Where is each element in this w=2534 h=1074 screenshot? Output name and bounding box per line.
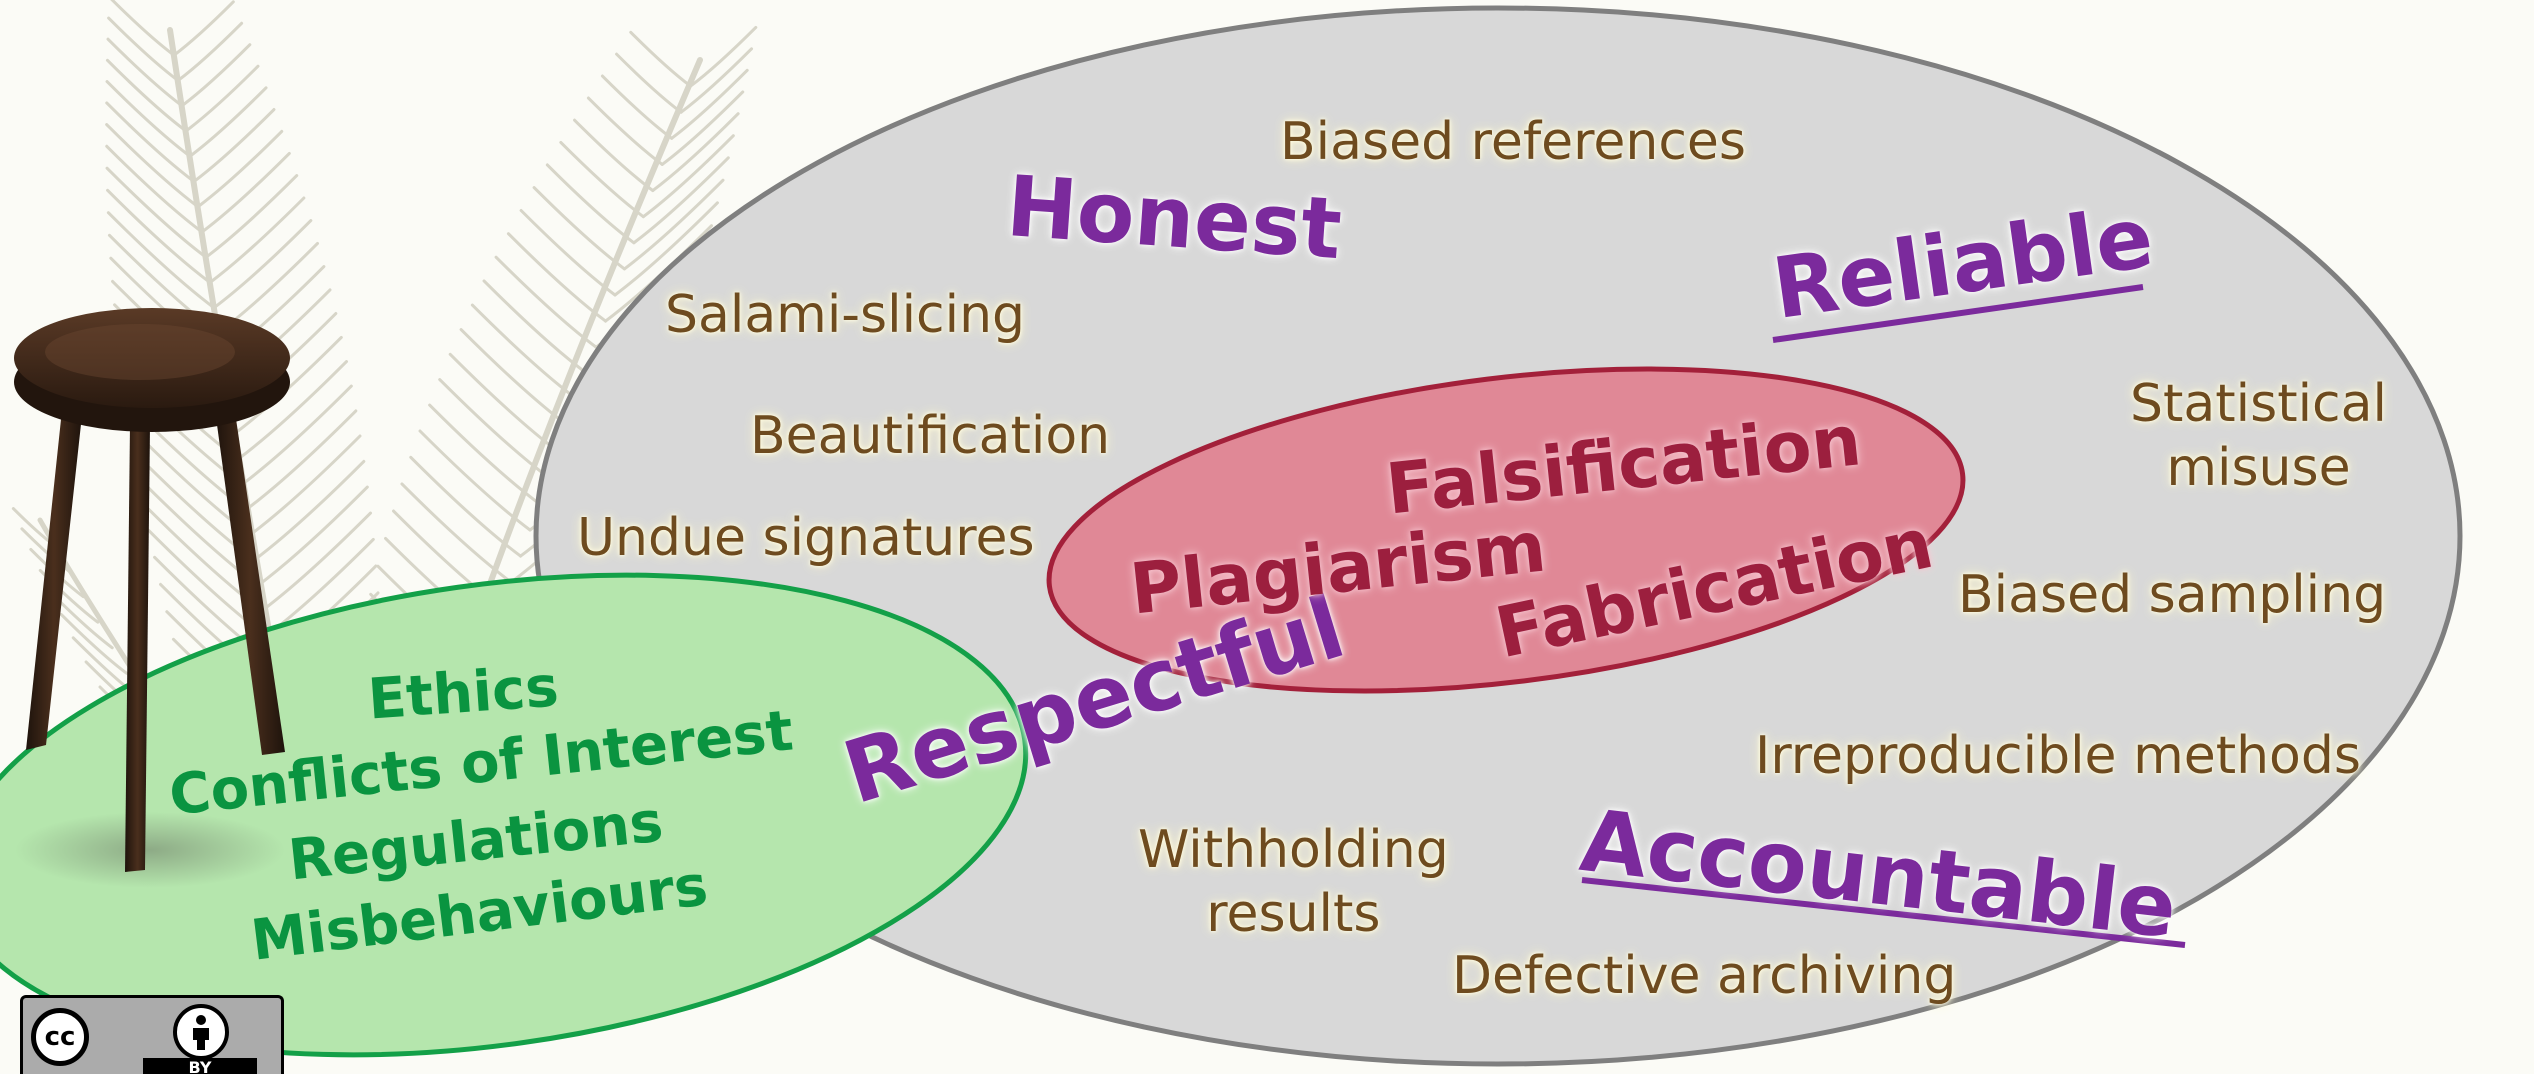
feather-barb	[196, 129, 284, 209]
feather-barb	[651, 112, 740, 193]
feather-barb	[629, 30, 693, 88]
feather-barb	[519, 208, 617, 297]
practice-defective-archiving: Defective archiving	[1452, 946, 1957, 1006]
feather-barb	[105, 101, 196, 183]
feather-barb	[105, 144, 204, 234]
practice-irreproducible-methods: Irreproducible methods	[1755, 726, 2361, 786]
feather-barb	[184, 64, 260, 133]
feather-barb	[180, 43, 252, 108]
stool-icon	[14, 308, 290, 888]
practice-statistical-misuse: Statistical misuse	[2130, 374, 2387, 499]
feather-barb	[188, 86, 268, 158]
feather-barb	[494, 255, 598, 349]
ethics-context-region	[0, 572, 1029, 1058]
practice-biased-sampling: Biased sampling	[1958, 565, 2387, 625]
core-misconduct-region	[1046, 366, 1966, 694]
feather-barb	[244, 409, 358, 512]
feather-barb	[418, 429, 532, 532]
feather-barb	[573, 118, 655, 193]
feather-barb	[532, 186, 626, 271]
feather-barb	[622, 178, 725, 271]
value-honest: Honest	[1003, 157, 1345, 279]
feather-barb	[400, 482, 513, 584]
feather-barb	[204, 174, 299, 259]
feather-barb	[506, 232, 608, 323]
context-ethics: Ethics	[365, 654, 561, 733]
cc-license-badge[interactable]: cc BY	[20, 995, 284, 1074]
feather-barb	[248, 434, 362, 537]
feather-barb	[428, 403, 541, 506]
feather-barb	[679, 47, 754, 114]
feather-barb	[106, 37, 184, 108]
feather-barb	[208, 196, 306, 284]
feather-barb	[613, 201, 719, 297]
feather-barb	[545, 163, 636, 245]
feather-barb	[615, 52, 683, 114]
feather-barb	[260, 511, 372, 613]
feather-barb	[105, 58, 188, 133]
practice-withholding-results: Withholding results	[1138, 820, 1449, 945]
practice-salami-slicing: Salami-slicing	[665, 285, 1026, 345]
feather-barb	[470, 303, 579, 401]
practice-beautification: Beautification	[750, 406, 1111, 466]
feather-barb	[482, 279, 589, 375]
feather-barb	[106, 188, 212, 284]
feather-barb	[110, 0, 176, 57]
feather-barb	[236, 360, 348, 461]
feather-barb	[559, 140, 645, 219]
feather-barb	[438, 378, 551, 480]
feather-barb	[252, 459, 366, 562]
feather-barb	[59, 613, 129, 675]
feather-barb	[641, 134, 735, 219]
feather-barb	[240, 384, 353, 486]
feather-barb	[409, 455, 523, 558]
feather-barb	[105, 123, 200, 209]
feather-barb	[586, 96, 664, 166]
feather-barb	[212, 219, 313, 310]
feather-barb	[660, 90, 745, 166]
feather-barb	[172, 0, 235, 57]
feather-barb	[689, 25, 758, 88]
feather-barb	[200, 151, 291, 234]
feather-barb	[176, 21, 244, 82]
accountable-underline	[1581, 877, 2186, 948]
feather-barb	[670, 68, 749, 140]
feather-barb	[106, 211, 216, 310]
by-label: BY	[143, 1058, 257, 1074]
feather-barb	[256, 485, 369, 587]
reliable-underline	[1772, 284, 2144, 343]
practice-undue-signatures: Undue signatures	[577, 508, 1035, 568]
feather-barb	[107, 16, 180, 82]
practice-biased-references: Biased references	[1280, 112, 1746, 172]
cc-icon: cc	[31, 1008, 89, 1066]
person-icon	[173, 1004, 229, 1060]
feather-barb	[600, 74, 674, 140]
feather-barb	[192, 108, 276, 183]
feather-barb	[105, 166, 208, 259]
feather-barb	[632, 156, 730, 245]
feather-barb	[105, 80, 192, 158]
